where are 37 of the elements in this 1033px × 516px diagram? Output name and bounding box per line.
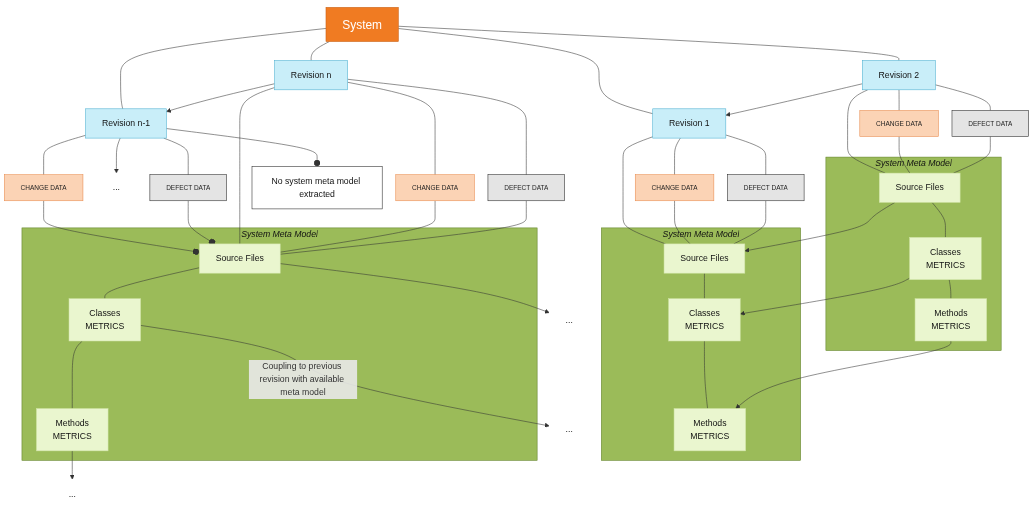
connector [239,87,275,245]
connector [847,89,886,174]
edge-label: Coupling to previous revision with available meta model [259,361,345,397]
connector [279,200,436,253]
node-box: Source Files [663,243,746,274]
connector [953,136,991,174]
node-box: Methods METRICS [36,408,109,452]
connector [935,84,991,111]
node-box: Classes METRICS [668,298,741,342]
node-text: ... [565,314,573,325]
node-box: Source Files [879,172,961,203]
node-box: Revision 1 [652,108,727,139]
node-box: Revision 2 [862,60,936,91]
node-box: Classes METRICS [68,298,141,342]
node-text: ... [565,424,573,435]
node-box: Source Files [199,243,281,274]
connector [279,200,527,255]
node-box: Methods METRICS [914,298,987,342]
node-box: No system meta model extracted [251,166,383,210]
connector [704,272,705,299]
connector [948,279,952,299]
node-box: Revision n-1 [85,108,167,139]
connector [72,340,83,409]
node-box: System [325,7,399,42]
connector [931,202,946,238]
node-text: ... [112,182,121,193]
connector [725,134,767,175]
node-box: Revision n [274,60,348,91]
connector [704,340,708,409]
connector [622,136,666,245]
connector [104,267,200,299]
node-text: ... [68,489,76,499]
node-box: Classes METRICS [909,237,982,280]
connector [898,136,911,174]
connector [347,79,527,175]
connector [674,200,691,245]
node-box: Methods METRICS [673,408,746,452]
